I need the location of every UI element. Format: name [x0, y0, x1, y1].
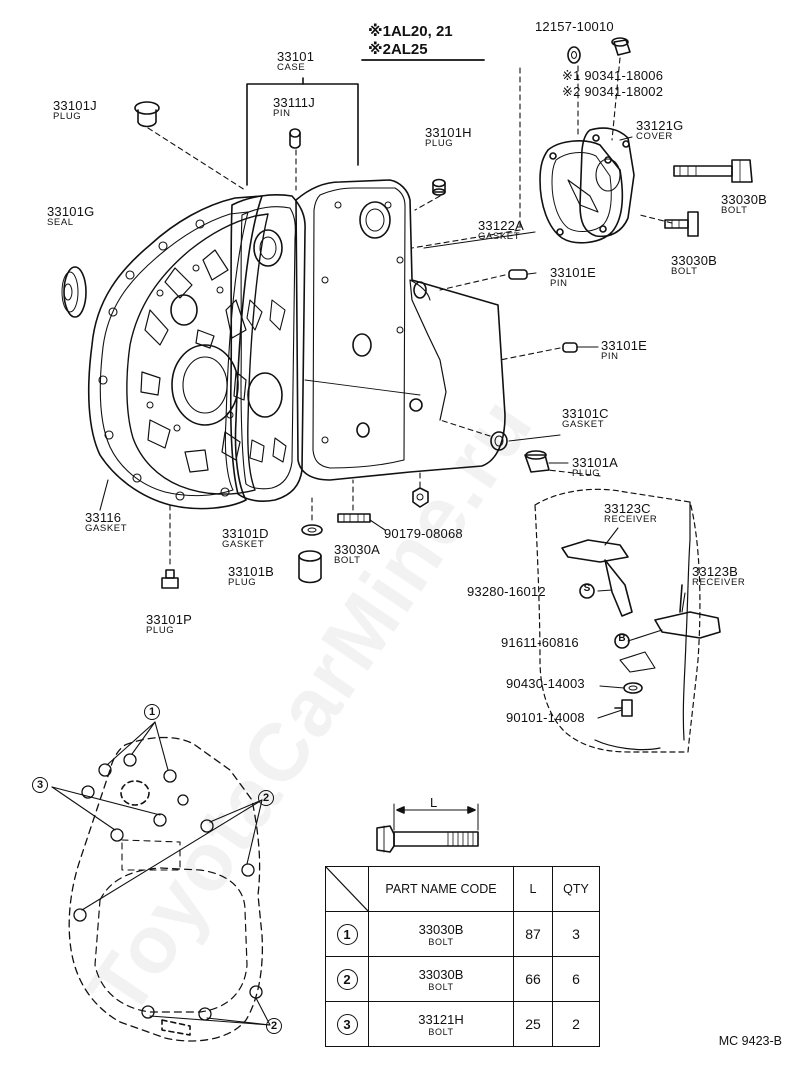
variant-note-1: ※1AL20, 21	[368, 23, 453, 40]
bolt-33030b-long	[673, 159, 753, 183]
plug-33101b	[298, 550, 322, 584]
row-index: 2	[336, 968, 358, 990]
table-corner-cell	[325, 866, 369, 912]
pin-33101e-upper	[508, 269, 528, 280]
callout-90341-18006: ※1 90341-18006	[562, 68, 664, 83]
pin-33101e-lower	[562, 342, 578, 353]
callout-90101-14008: 90101-14008	[506, 710, 585, 725]
rear-cover-33121g	[579, 127, 635, 238]
callout-90341-18002: ※2 90341-18002	[562, 84, 664, 99]
marker-b: B	[618, 633, 626, 644]
housing-cutaway	[534, 488, 701, 753]
plug-33101a	[524, 450, 550, 473]
intermediate-plate	[229, 194, 306, 502]
bolt-callout-2-lower: 2	[266, 1017, 282, 1034]
bolt-callout-3: 3	[32, 776, 48, 793]
washer-12157	[567, 46, 581, 64]
gasket-33116-outline	[87, 195, 263, 510]
row-length: 66	[513, 956, 553, 1002]
stud-33030a	[337, 513, 371, 523]
row-index: 3	[336, 1013, 358, 1035]
row-desc: BOLT	[428, 936, 454, 947]
row-desc: BOLT	[428, 1026, 454, 1037]
row-qty: 2	[552, 1001, 600, 1047]
callout-90430-14003: 90430-14003	[506, 676, 585, 691]
bolt-dimension-label: L	[430, 795, 438, 810]
plug-33101h	[432, 178, 446, 196]
plug-33101j	[134, 101, 160, 128]
diagram-reference-code: MC 9423-B	[718, 1034, 782, 1048]
variant-note-2: ※2AL25	[368, 41, 428, 58]
row-code: 33030B	[418, 921, 464, 937]
row-qty: 3	[552, 911, 600, 957]
bolt-callout-1: 1	[144, 703, 160, 720]
transmission-case-body	[295, 179, 506, 481]
nut-90179	[412, 487, 429, 508]
bolt-callout-2-upper: 2	[258, 789, 274, 806]
gasket-33101d	[301, 524, 323, 536]
header-length: L	[513, 866, 553, 912]
gasket-33101c	[490, 431, 508, 451]
table-header-row: PART NAME CODE L QTY	[325, 866, 600, 912]
marker-s: S	[583, 583, 591, 594]
hole-1a	[98, 763, 112, 777]
row-desc: BOLT	[428, 981, 454, 992]
row-qty: 6	[552, 956, 600, 1002]
header-part-name-code: PART NAME CODE	[368, 866, 514, 912]
callout-90179-08068: 90179-08068	[384, 526, 463, 541]
row-index: 1	[336, 923, 358, 945]
callout-93280-16012: 93280-16012	[467, 584, 546, 599]
row-length: 87	[513, 911, 553, 957]
header-qty: QTY	[552, 866, 600, 912]
row-code: 33030B	[418, 966, 464, 982]
bell-housing-face	[126, 213, 269, 495]
bolt-dimension-sketch	[376, 803, 479, 853]
seal-33101g	[61, 266, 87, 318]
hole-1c	[123, 753, 137, 767]
hole-1b	[163, 769, 177, 783]
callout-12157-10010: 12157-10010	[535, 19, 614, 34]
pin-33111j	[289, 128, 301, 149]
receiver-33123b	[654, 584, 721, 639]
plug-90341	[611, 37, 631, 56]
row-length: 25	[513, 1001, 553, 1047]
plug-33101p	[161, 569, 179, 589]
receiver-33123c	[561, 539, 633, 617]
callout-91611-60816: 91611-60816	[501, 635, 579, 650]
bolt-33030b-short	[664, 211, 699, 237]
gasket-33122a	[539, 140, 624, 244]
row-code: 33121H	[418, 1011, 464, 1027]
